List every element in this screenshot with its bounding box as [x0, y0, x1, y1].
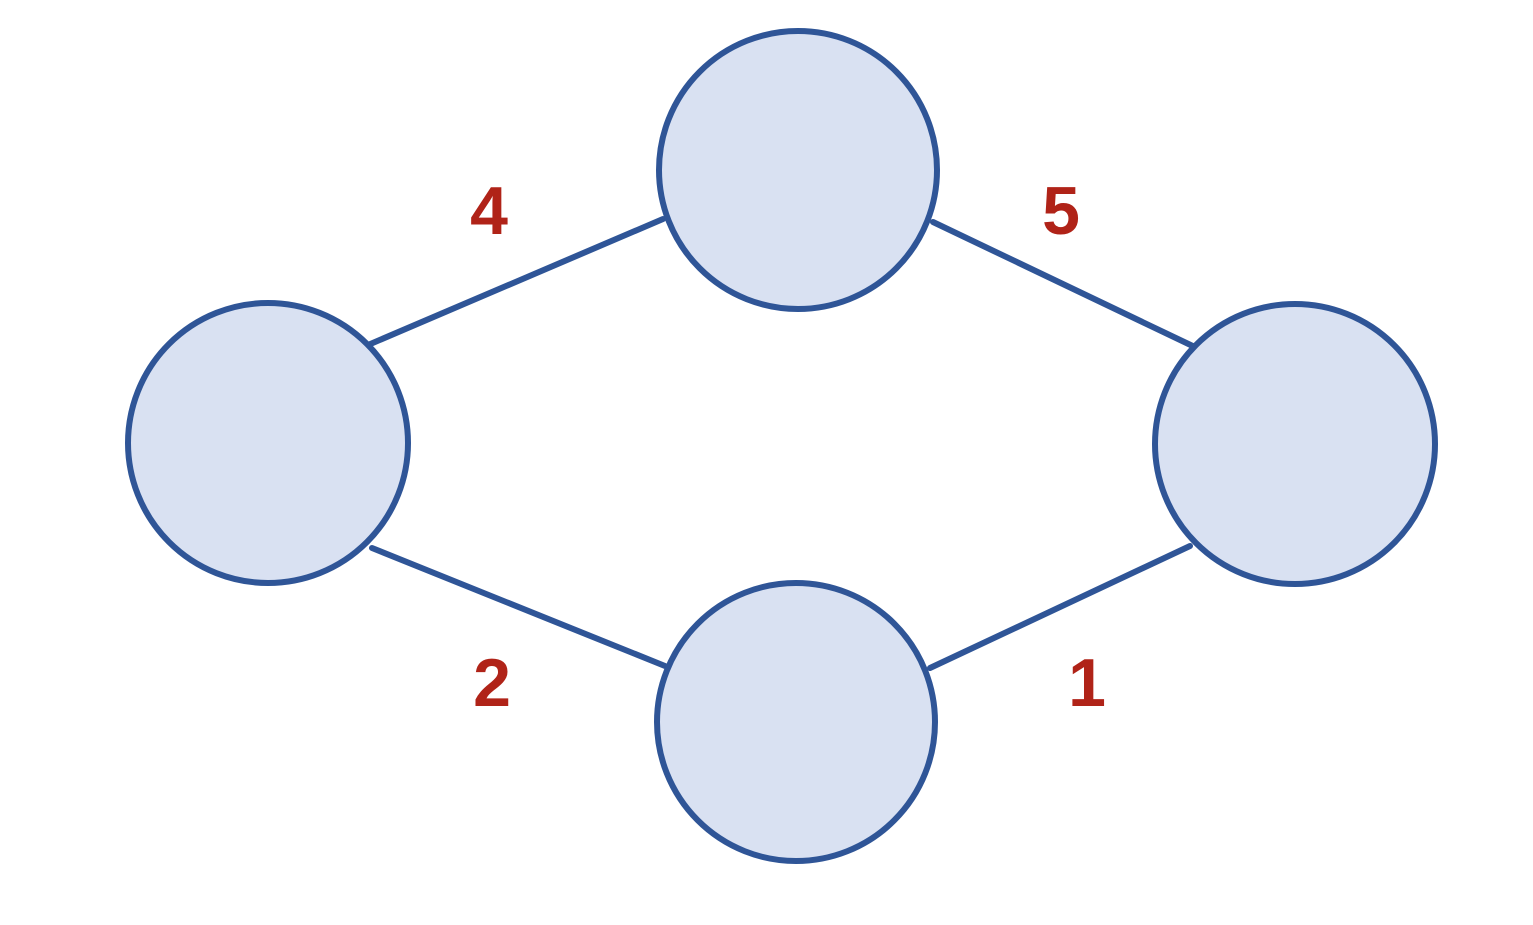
- graph-node-top[interactable]: [656, 28, 940, 312]
- graph-edge-left-bottom: [369, 545, 668, 669]
- edge-weight-label-left-top: 4: [470, 173, 508, 249]
- graph-node-right[interactable]: [1152, 301, 1438, 587]
- edge-weight-label-bottom-right: 1: [1068, 645, 1106, 721]
- edge-layer: [365, 216, 1202, 671]
- graph-node-left[interactable]: [125, 300, 411, 586]
- graph-node-bottom[interactable]: [654, 580, 938, 864]
- graph-edge-bottom-right: [927, 543, 1193, 671]
- graph-edge-left-top: [365, 216, 666, 348]
- edge-weight-label-top-right: 5: [1042, 173, 1080, 249]
- graph-edge-top-right: [930, 219, 1202, 352]
- node-layer: [125, 28, 1438, 864]
- edge-weight-label-left-bottom: 2: [473, 645, 511, 721]
